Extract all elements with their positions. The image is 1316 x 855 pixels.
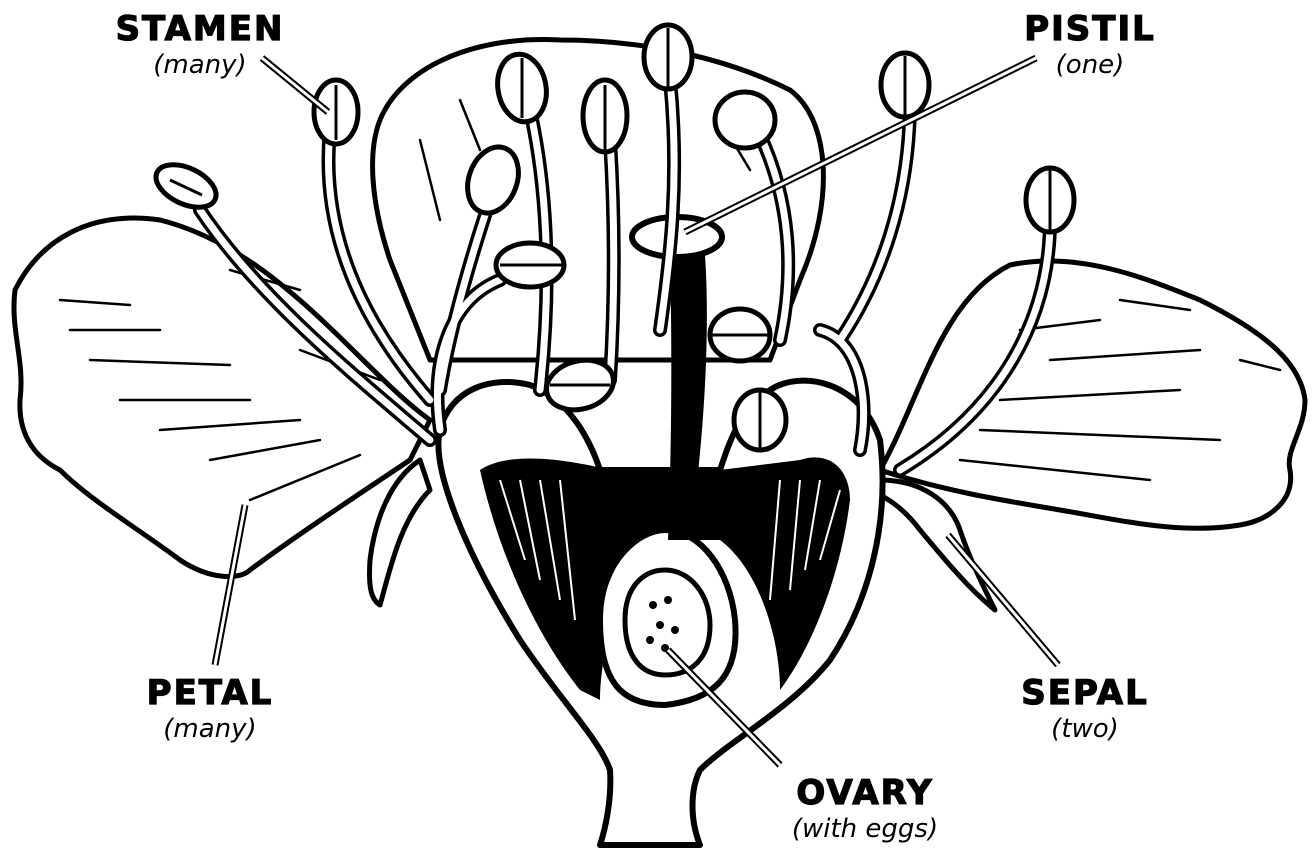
petal-name: PETAL xyxy=(90,676,330,710)
sepal-qty: (two) xyxy=(985,716,1185,742)
ovary-label: OVARY (with eggs) xyxy=(740,776,990,842)
pistil-qty: (one) xyxy=(990,52,1190,78)
petal-qty: (many) xyxy=(90,716,330,742)
left-petal xyxy=(14,218,430,576)
ovary-name: OVARY xyxy=(740,776,990,810)
petal-label: PETAL (many) xyxy=(90,676,330,742)
sepal-name: SEPAL xyxy=(985,676,1185,710)
pistil-label: PISTIL (one) xyxy=(990,12,1190,78)
ovary-qty: (with eggs) xyxy=(740,816,990,842)
right-sepal xyxy=(880,480,995,610)
stamen-label: STAMEN (many) xyxy=(80,12,320,78)
stamen-name: STAMEN xyxy=(80,12,320,46)
pistil-name: PISTIL xyxy=(990,12,1190,46)
ovary-chamber xyxy=(625,570,710,675)
sepal-label: SEPAL (two) xyxy=(985,676,1185,742)
stamen-qty: (many) xyxy=(80,52,320,78)
